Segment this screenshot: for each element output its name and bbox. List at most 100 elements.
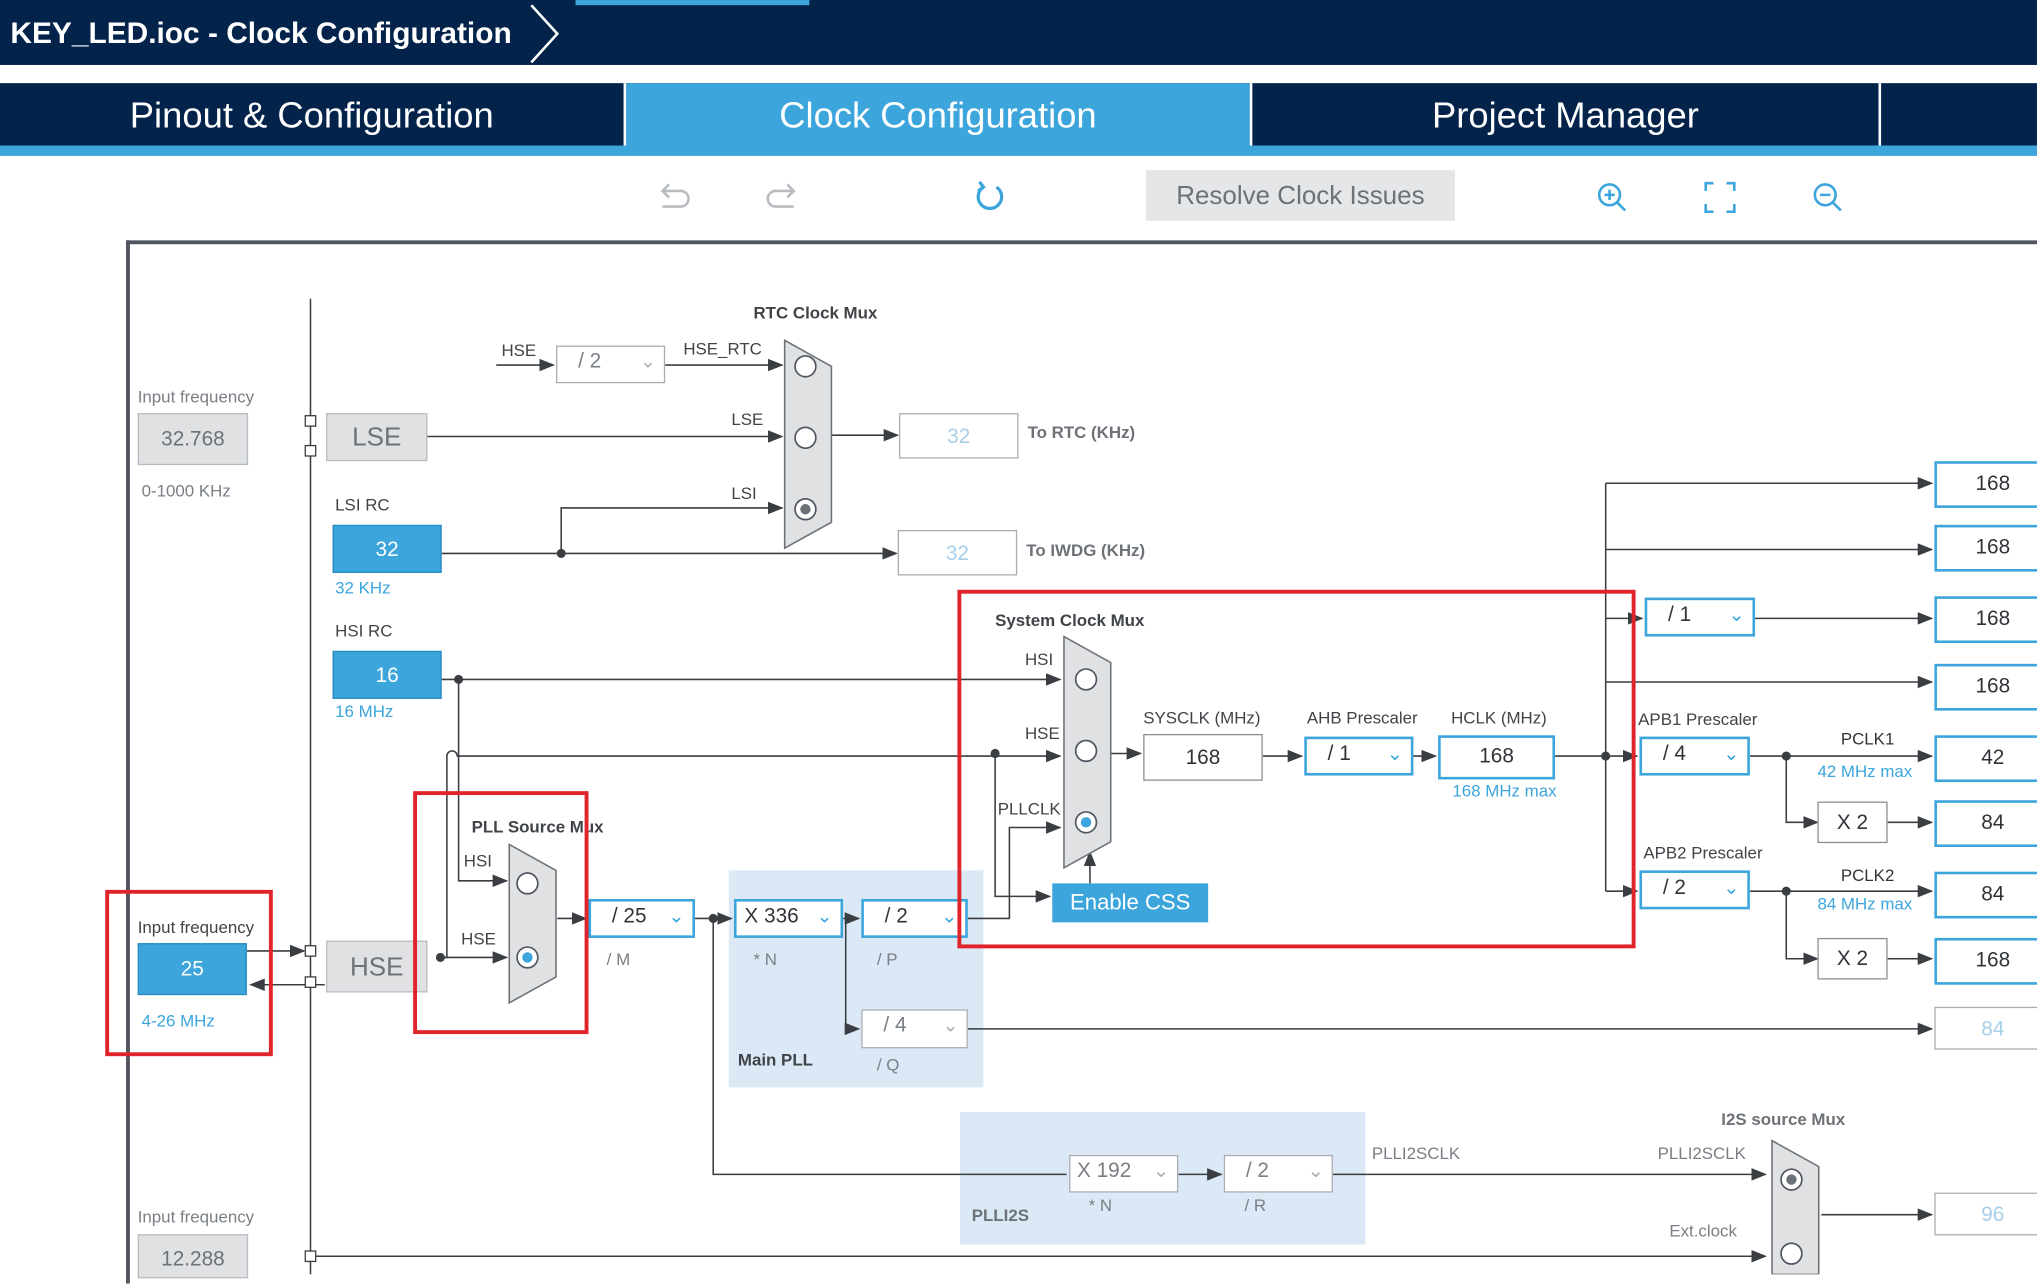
output-apb1-timer[interactable]: 84 — [1934, 800, 2037, 848]
lsi-value: 32 — [332, 524, 442, 573]
enable-css-button[interactable]: Enable CSS — [1052, 883, 1209, 923]
i2s-input-label: Input frequency — [137, 1206, 255, 1227]
iwdg-output: 32 — [897, 530, 1018, 576]
chevron-down-icon: ⌄ — [941, 905, 958, 928]
pll-n-select[interactable]: X 336 ⌄ — [733, 898, 844, 938]
tab-separator — [623, 83, 627, 146]
fit-screen-icon[interactable] — [1703, 181, 1737, 215]
ahb-prescaler-label: AHB Prescaler — [1306, 708, 1418, 728]
undo-icon[interactable] — [657, 181, 691, 212]
hsi-title: HSI RC — [335, 620, 393, 641]
pll-m-select[interactable]: / 25 ⌄ — [588, 898, 696, 938]
hsi-unit: 16 MHz — [335, 701, 394, 722]
chevron-down-icon: ⌄ — [1152, 1160, 1170, 1183]
i2s-mux-plli2sclk-label: PLLI2SCLK — [1657, 1143, 1746, 1163]
pll-m-label: / M — [606, 949, 631, 970]
hse-rtc-label: HSE_RTC — [683, 339, 762, 359]
chevron-down-icon: ⌄ — [1723, 743, 1740, 766]
cortex-timer-divider-select[interactable]: / 1 ⌄ — [1644, 597, 1756, 637]
lse-range-label: 0-1000 KHz — [141, 480, 231, 501]
sys-mux-hsi-label: HSI — [1024, 649, 1054, 670]
window-titlebar — [0, 0, 2037, 65]
lse-input-frequency[interactable]: 32.768 — [137, 413, 249, 466]
chevron-down-icon: ⌄ — [816, 905, 833, 928]
pll-q-select[interactable]: / 4 ⌄ — [861, 1009, 968, 1049]
plli2sclk-label: PLLI2SCLK — [1371, 1143, 1461, 1163]
tab-underline — [0, 145, 2037, 156]
hse-input-frequency[interactable]: 25 — [137, 943, 247, 996]
pll-p-select[interactable]: / 2 ⌄ — [861, 898, 968, 938]
chevron-down-icon: ⌄ — [1723, 876, 1740, 899]
plli2s-r-label: / R — [1244, 1195, 1267, 1215]
refresh-icon[interactable] — [973, 180, 1007, 215]
ahb-prescaler-select[interactable]: / 1 ⌄ — [1304, 736, 1414, 776]
hclk-value[interactable]: 168 — [1438, 735, 1556, 780]
output-48mhz: 84 — [1934, 1006, 2037, 1050]
chevron-down-icon: ⌄ — [668, 905, 685, 928]
pclk2-max-label: 84 MHz max — [1817, 893, 1913, 914]
hclk-max-label: 168 MHz max — [1452, 780, 1557, 801]
output-fclk[interactable]: 168 — [1934, 663, 2037, 711]
rtc-lse-label: LSE — [731, 409, 764, 429]
i2s-mux-title: I2S source Mux — [1721, 1109, 1846, 1129]
highlight-pll-source-mux — [413, 791, 589, 1035]
chevron-down-icon: ⌄ — [1728, 604, 1745, 627]
sys-mux-pllclk-label: PLLCLK — [997, 798, 1061, 819]
iwdg-output-label: To IWDG (KHz) — [1026, 540, 1146, 560]
pclk2-label: PCLK2 — [1840, 865, 1895, 885]
pll-p-label: / P — [876, 949, 898, 970]
system-clock-mux-title: System Clock Mux — [995, 610, 1145, 631]
apb1-prescaler-select[interactable]: / 4 ⌄ — [1639, 736, 1750, 776]
plli2s-n-select[interactable]: X 192 ⌄ — [1069, 1154, 1179, 1193]
output-apb1-peripheral[interactable]: 42 — [1934, 735, 2037, 783]
i2s-input-frequency[interactable]: 12.288 — [137, 1234, 249, 1279]
resolve-clock-issues-button[interactable]: Resolve Clock Issues — [1145, 170, 1455, 221]
output-cortex-timer[interactable]: 168 — [1934, 596, 2037, 644]
pclk1-max-label: 42 MHz max — [1817, 761, 1913, 781]
pclk1-label: PCLK1 — [1840, 728, 1895, 749]
rtc-mux-title: RTC Clock Mux — [753, 302, 878, 323]
apb1-timer-multiplier: X 2 — [1817, 801, 1888, 844]
main-pll-title: Main PLL — [737, 1049, 813, 1070]
hse-input-label: Input frequency — [137, 917, 255, 937]
tab-clock-configuration[interactable]: Clock Configuration — [626, 83, 1250, 146]
pll-source-hsi-label: HSI — [463, 850, 492, 871]
hse-range-label: 4-26 MHz — [141, 1010, 215, 1031]
rtc-output: 32 — [898, 413, 1019, 459]
apb2-timer-multiplier: X 2 — [1817, 937, 1888, 980]
zoom-out-icon[interactable] — [1811, 181, 1845, 215]
tab-pinout[interactable]: Pinout & Configuration — [129, 94, 494, 136]
highlight-system-clock-mux — [957, 589, 1636, 949]
redo-icon[interactable] — [765, 181, 799, 212]
highlight-hse-input — [105, 889, 273, 1057]
chevron-down-icon: ⌄ — [1307, 1160, 1324, 1183]
rtc-lsi-label: LSI — [731, 483, 757, 503]
rtc-hse-label: HSE — [501, 340, 537, 360]
window-title: KEY_LED.ioc - Clock Configuration — [10, 15, 512, 50]
breadcrumb-chevron-icon — [530, 4, 560, 64]
tab-separator — [1249, 83, 1253, 146]
zoom-in-icon[interactable] — [1595, 181, 1629, 215]
apb2-prescaler-label: APB2 Prescaler — [1643, 843, 1763, 863]
rtc-hse-divider-select[interactable]: / 2 ⌄ — [556, 345, 666, 384]
output-i2s: 96 — [1934, 1192, 2037, 1236]
apb2-prescaler-select[interactable]: / 2 ⌄ — [1639, 870, 1750, 910]
output-apb2-timer[interactable]: 168 — [1934, 937, 2037, 985]
titlebar-accent — [575, 0, 810, 6]
tab-project-manager[interactable]: Project Manager — [1431, 94, 1699, 136]
hsi-value: 16 — [332, 650, 442, 699]
chevron-down-icon: ⌄ — [942, 1014, 959, 1037]
hse-block: HSE — [326, 940, 428, 993]
output-apb2-peripheral[interactable]: 84 — [1934, 871, 2037, 919]
tab-separator — [1878, 83, 1882, 146]
pll-source-mux-title: PLL Source Mux — [471, 817, 604, 837]
output-cortex-core[interactable]: 168 — [1934, 524, 2037, 572]
plli2s-r-select[interactable]: / 2 ⌄ — [1223, 1154, 1333, 1193]
sysclk-value[interactable]: 168 — [1143, 733, 1263, 781]
chevron-down-icon: ⌄ — [639, 350, 657, 373]
apb1-prescaler-label: APB1 Prescaler — [1638, 709, 1758, 729]
lsi-title: LSI RC — [335, 494, 390, 515]
lse-block: LSE — [326, 413, 428, 462]
output-hclk-ahb[interactable]: 168 — [1934, 461, 2037, 508]
